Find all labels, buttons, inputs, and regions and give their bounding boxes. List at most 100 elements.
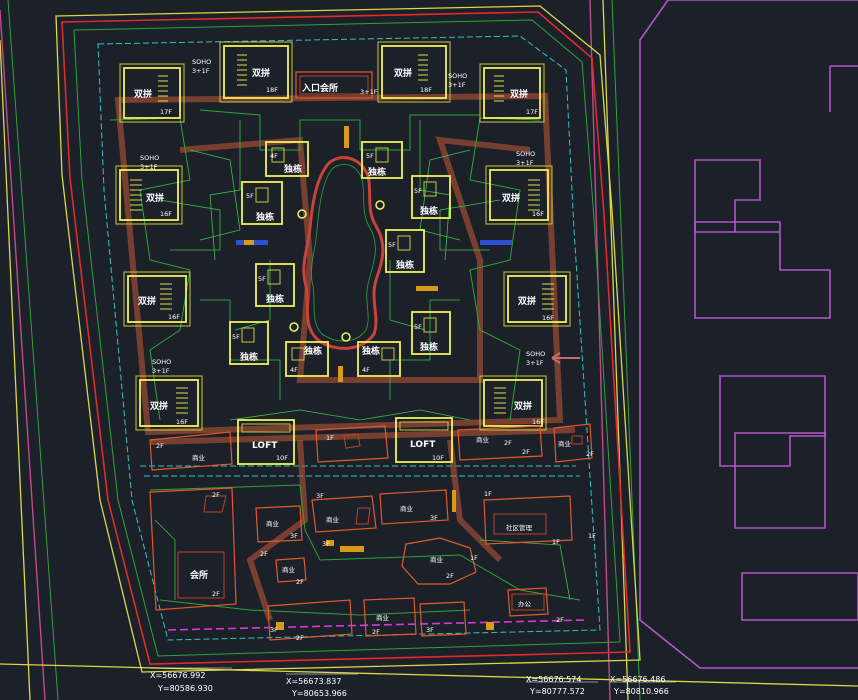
- villa: 独栋 4F: [357, 341, 401, 377]
- site-boundary: [55, 5, 641, 673]
- floor-label: 2F: [156, 442, 164, 450]
- floor-label: 2F: [504, 439, 512, 447]
- villa-label: 独栋: [419, 341, 438, 353]
- commercial-a: 商业 3F 2F: [255, 505, 303, 558]
- floor-label: 5F: [388, 241, 396, 249]
- coord-y-2: Y=80653.966: [291, 689, 347, 698]
- tower-label: 双拼: [394, 67, 412, 79]
- floor-label: 3F: [322, 540, 330, 548]
- floor-label: 4F: [290, 366, 298, 374]
- floor-label: 2F: [296, 634, 304, 642]
- floor-label: 16F: [168, 313, 180, 321]
- floor-label: 18F: [420, 86, 432, 94]
- community-label: 社区管理: [506, 523, 533, 532]
- villa-label: 独栋: [361, 345, 380, 357]
- loft-west: LOFT 10F: [237, 419, 295, 465]
- clubhouse-south: 2F 会所 2F: [149, 487, 237, 611]
- commercial-strip: 2F 商业 1F 商业 2F 2F 商业 2F: [149, 423, 594, 471]
- villa: 5F 独栋: [411, 311, 451, 355]
- tower-w3: 双拼 16F: [123, 271, 191, 327]
- floor-label: 17F: [160, 108, 172, 116]
- tower-w2: 双拼 16F: [115, 165, 183, 225]
- clubhouse-label: 会所: [190, 569, 208, 581]
- commercial-oct: 商业 1F 2F: [401, 537, 478, 585]
- commercial-d: 商业 2F: [275, 557, 307, 586]
- villa-label: 独栋: [283, 163, 302, 175]
- villa-label: 独栋: [255, 211, 274, 223]
- floor-label: 1F: [470, 554, 478, 562]
- tower-top-right: 双拼 18F: [377, 41, 451, 103]
- tower-label: 双拼: [510, 88, 528, 100]
- floor-label: 3F: [270, 626, 278, 634]
- loft-label: LOFT: [252, 441, 278, 451]
- villa: 独栋 4F: [285, 341, 329, 377]
- villa: 4F 独栋: [265, 141, 309, 177]
- tower-e4: 双拼 16F: [479, 375, 547, 431]
- tower-e3: 双拼 16F: [503, 271, 571, 327]
- soho-label: SOHO: [448, 72, 467, 80]
- villa: 5F 独栋: [411, 175, 451, 219]
- coordinate-markers: X=56676.992 Y=80586.930 X=56673.837 Y=80…: [150, 667, 676, 698]
- floor-label: 5F: [258, 275, 266, 283]
- tower-ne: 双拼 17F: [479, 63, 545, 123]
- commercial-label: 商业: [192, 453, 206, 462]
- commercial-e: 商业 3F 2F 2F 3F: [267, 597, 467, 642]
- floor-label: 1F: [588, 532, 596, 540]
- villa: 5F 独栋: [241, 181, 283, 225]
- neighbor-site: [639, 0, 858, 669]
- soho-floor-label: 3+1F: [526, 359, 544, 367]
- floor-label: 16F: [160, 210, 172, 218]
- floor-label: 2F: [372, 628, 380, 636]
- floor-label: 5F: [414, 187, 422, 195]
- loft-east: LOFT 10F: [395, 417, 453, 463]
- entrance-label: 入口会所: [301, 82, 338, 94]
- villa-label: 独栋: [395, 259, 414, 271]
- southern-commercial: 2F 会所 2F 商业 3F 2F 商业 3F 3F 商业 3F 社区管理 1F: [149, 487, 596, 642]
- villa-label: 独栋: [239, 351, 258, 363]
- floor-label: 5F: [246, 192, 254, 200]
- floor-label: 1F: [552, 538, 560, 546]
- community-management: 社区管理 1F 1F 1F: [483, 490, 596, 546]
- tower-label: 双拼: [514, 400, 532, 412]
- floor-label: 3F: [426, 626, 434, 634]
- soho-floor-label: 3+1F: [192, 67, 210, 75]
- floor-label: 3F: [316, 492, 324, 500]
- soho-label: SOHO: [192, 58, 211, 66]
- floor-label: 16F: [532, 418, 544, 426]
- villa: 5F 独栋: [255, 263, 295, 307]
- tower-label: 双拼: [138, 295, 156, 307]
- coord-x-1: X=56676.992: [150, 671, 205, 680]
- tower-w4: 双拼 16F: [135, 375, 203, 431]
- tower-label: 双拼: [134, 88, 152, 100]
- floor-label: 2F: [556, 616, 564, 624]
- tower-e2: 双拼 16F: [485, 165, 553, 225]
- floor-label: 5F: [414, 323, 422, 331]
- soho-floor-label: 3+1F: [516, 159, 534, 167]
- soho-floor-label: 3+1F: [140, 163, 158, 171]
- commercial-b: 商业 3F 3F: [311, 492, 377, 548]
- tower-top-left: 双拼 18F: [219, 41, 293, 103]
- tower-label: 双拼: [252, 67, 270, 79]
- marker-bars: [236, 126, 512, 630]
- central-pond: [289, 156, 385, 350]
- floor-label: 2F: [212, 590, 220, 598]
- floor-label: 10F: [276, 454, 288, 462]
- soho-label: SOHO: [152, 358, 171, 366]
- villa-label: 独栋: [265, 293, 284, 305]
- coord-x-4: X=56676.486: [610, 675, 665, 684]
- soho-floor-label: 3+1F: [152, 367, 170, 375]
- floor-label: 10F: [432, 454, 444, 462]
- floor-label: 2F: [296, 578, 304, 586]
- soho-label: SOHO: [526, 350, 545, 358]
- floor-label: 2F: [446, 572, 454, 580]
- office: 办公 2F: [507, 587, 564, 624]
- loft-blocks: LOFT 10F LOFT 10F: [237, 417, 453, 465]
- soho-label: SOHO: [516, 150, 535, 158]
- entrance-arrow: [551, 352, 580, 364]
- commercial-label: 商业: [430, 555, 444, 564]
- commercial-label: 商业: [266, 519, 280, 528]
- floor-label: 17F: [526, 108, 538, 116]
- floor-label: 16F: [532, 210, 544, 218]
